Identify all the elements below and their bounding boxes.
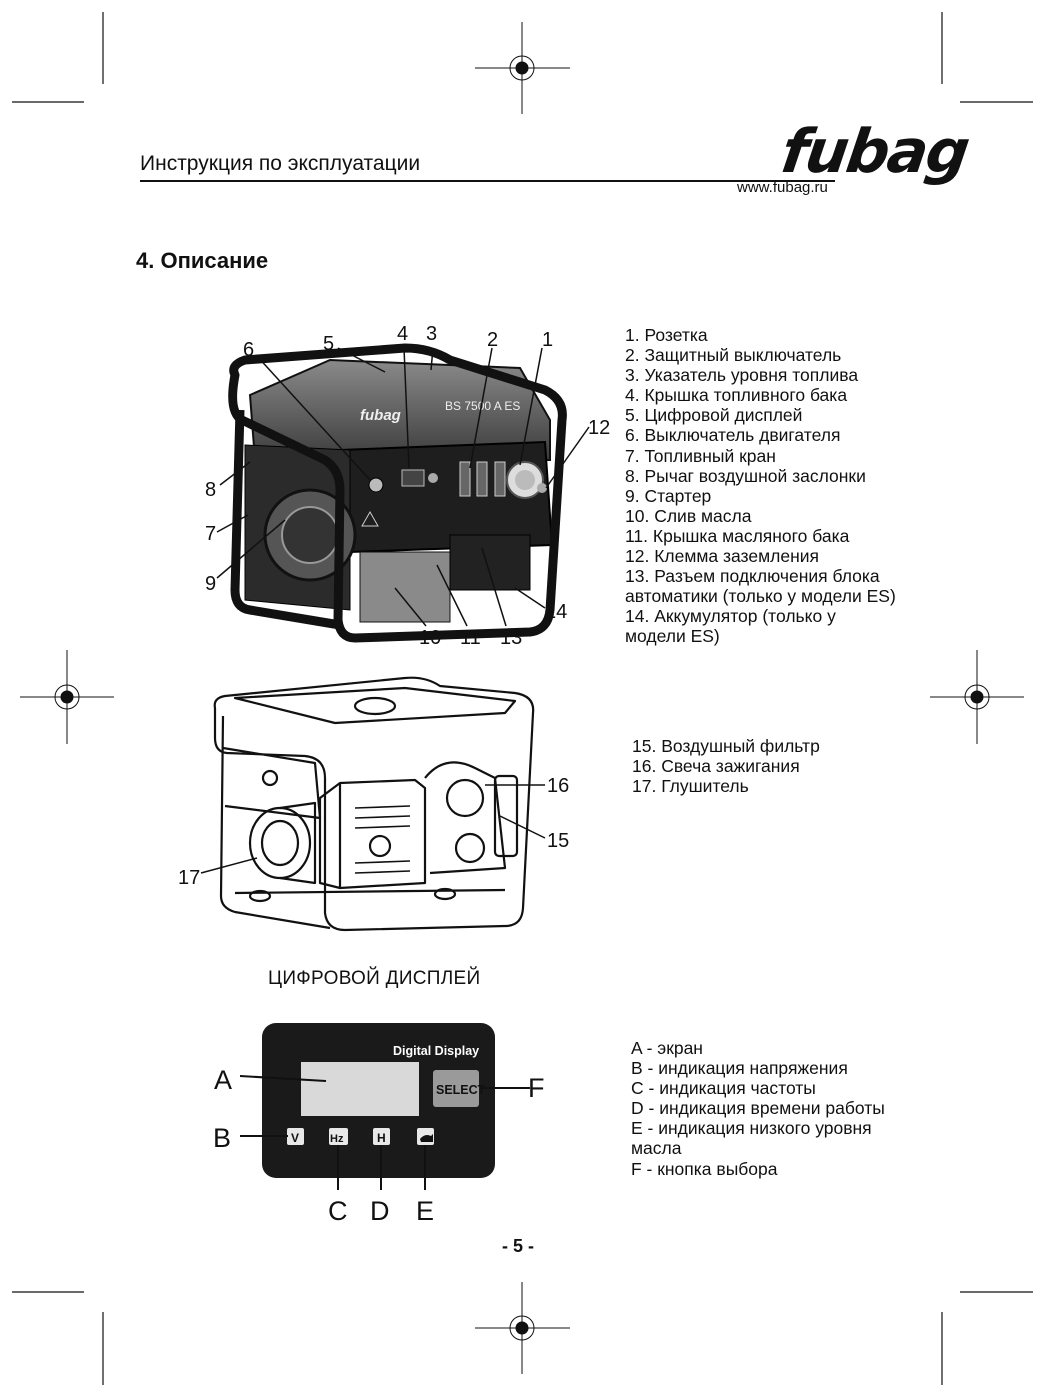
oil-can-icon [420,1134,433,1142]
parts-list-1: 1. Розетка 2. Защитный выключатель 3. Ук… [625,325,896,647]
registration-mark-left [20,650,114,744]
parts-list-2: 15. Воздушный фильтр 16. Свеча зажигания… [632,736,820,796]
letter-b: B [213,1123,231,1153]
list-item: D - индикация времени работы [631,1098,885,1119]
list-item: A - экран [631,1038,703,1058]
header-rule [140,180,835,182]
fubag-logo: fubag [777,117,973,187]
callout-14: 14 [545,601,567,623]
list-item: 2. Защитный выключатель [625,345,842,366]
letter-d: D [370,1196,390,1226]
list-item: масла [631,1138,682,1159]
callout-12: 12 [588,417,610,439]
callout-8: 8 [205,479,216,501]
hours-indicator-label: H [377,1131,386,1145]
list-item: 12. Клемма заземления [625,546,819,567]
list-item: E - индикация низкого уровня [631,1118,872,1139]
callout-15: 15 [547,830,569,852]
select-button-label: SELECT [436,1083,486,1097]
list-item: 1. Розетка [625,325,708,345]
list-item: 13. Разъем подключения блока [625,566,880,587]
generator-back-drawing: 15 16 17 [178,676,569,932]
list-item: автоматики (только у модели ES) [625,586,896,607]
voltage-indicator-label: V [291,1131,299,1145]
list-item: F - кнопка выбора [631,1158,778,1179]
display-caption: ЦИФРОВОЙ ДИСПЛЕЙ [268,968,481,989]
callout-11: 11 [460,627,481,649]
frequency-indicator [329,1128,348,1145]
callout-3: 3 [426,323,437,345]
list-item: 11. Крышка масляного бака [625,525,850,546]
hours-indicator [373,1128,390,1145]
list-item: B - индикация напряжения [631,1058,848,1079]
list-item: модели ES) [625,626,720,647]
callout-9: 9 [205,573,216,595]
generator-model: BS 7500 A ES [445,399,520,413]
callout-17: 17 [178,867,200,889]
letter-e: E [416,1196,434,1226]
list-item: 17. Глушитель [632,776,749,797]
list-item: 16. Свеча зажигания [632,756,800,777]
callout-7: 7 [205,523,216,545]
frequency-indicator-label: Hz [330,1133,344,1145]
generator-brand: fubag [360,407,401,424]
list-item: 3. Указатель уровня топлива [625,365,859,386]
display-legend: A - экран B - индикация напряжения C - и… [631,1038,885,1179]
website-url: www.fubag.ru [737,179,828,196]
list-item: 8. Рычаг воздушной заслонки [625,465,866,486]
registration-mark-top [475,22,570,114]
callout-4: 4 [397,323,408,345]
list-item: 15. Воздушный фильтр [632,736,820,756]
generator-front-photo: fubag BS 7500 A ES 1 2 3 4 5 6 7 8 9 10 … [205,323,610,649]
list-item: 5. Цифровой дисплей [625,405,803,426]
callout-6: 6 [243,339,254,361]
list-item: C - индикация частоты [631,1078,816,1099]
voltage-indicator [287,1128,304,1145]
digital-display-diagram: Digital Display SELECT V Hz H A B C D E … [213,1023,545,1226]
letter-a: A [214,1065,232,1095]
callout-10: 10 [419,627,441,649]
list-item: 6. Выключатель двигателя [625,425,841,446]
list-item: 10. Слив масла [625,505,752,526]
registration-mark-bottom [475,1282,570,1374]
callout-1: 1 [542,329,553,351]
callout-16: 16 [547,775,569,797]
list-item: 14. Аккумулятор (только у [625,606,836,627]
registration-mark-right [930,650,1024,744]
list-item: 7. Топливный кран [625,445,776,466]
select-button[interactable] [433,1070,479,1107]
header-title: Инструкция по эксплуатации [140,152,421,175]
display-screen [301,1062,419,1116]
callout-2: 2 [487,329,498,351]
letter-f: F [528,1073,545,1103]
list-item: 4. Крышка топливного бака [625,385,848,406]
page-number: - 5 - [502,1236,535,1256]
section-title: 4. Описание [136,248,269,273]
callout-5: 5 [323,333,334,355]
display-label: Digital Display [393,1044,479,1058]
list-item: 9. Стартер [625,485,712,506]
letter-c: C [328,1196,348,1226]
callout-13: 13 [500,627,522,649]
